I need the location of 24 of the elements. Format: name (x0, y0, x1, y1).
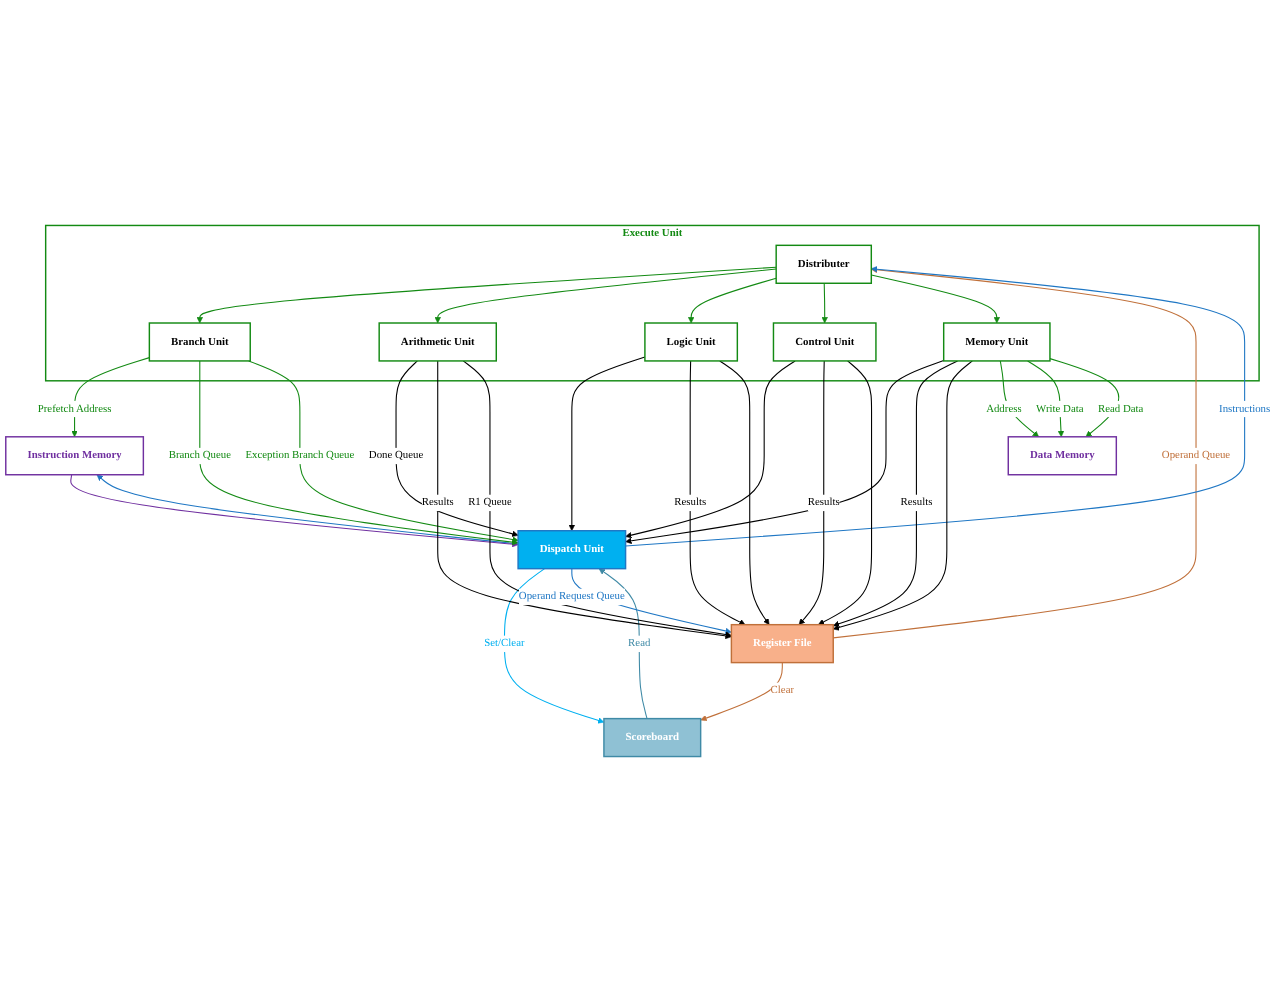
arrow (1049, 358, 1120, 438)
arrow (1027, 360, 1065, 438)
arrow (719, 360, 770, 625)
arrow (395, 360, 519, 537)
arrow (71, 357, 150, 438)
arrow (999, 360, 1039, 438)
arrow (832, 266, 1197, 639)
arrow (870, 274, 1000, 324)
arrow (625, 360, 796, 539)
arrow (798, 360, 825, 625)
arrow (689, 360, 746, 625)
arrow (199, 360, 519, 546)
arrow (818, 360, 873, 625)
arrow (598, 568, 648, 720)
arrow (503, 568, 605, 724)
arrow (821, 282, 828, 324)
arrow (568, 356, 646, 532)
arrow (196, 266, 777, 324)
arrow (687, 277, 777, 324)
arrow (625, 360, 945, 544)
arrow (248, 360, 519, 543)
arrow (625, 266, 1246, 547)
arrow (434, 268, 777, 324)
arrow (700, 662, 783, 722)
